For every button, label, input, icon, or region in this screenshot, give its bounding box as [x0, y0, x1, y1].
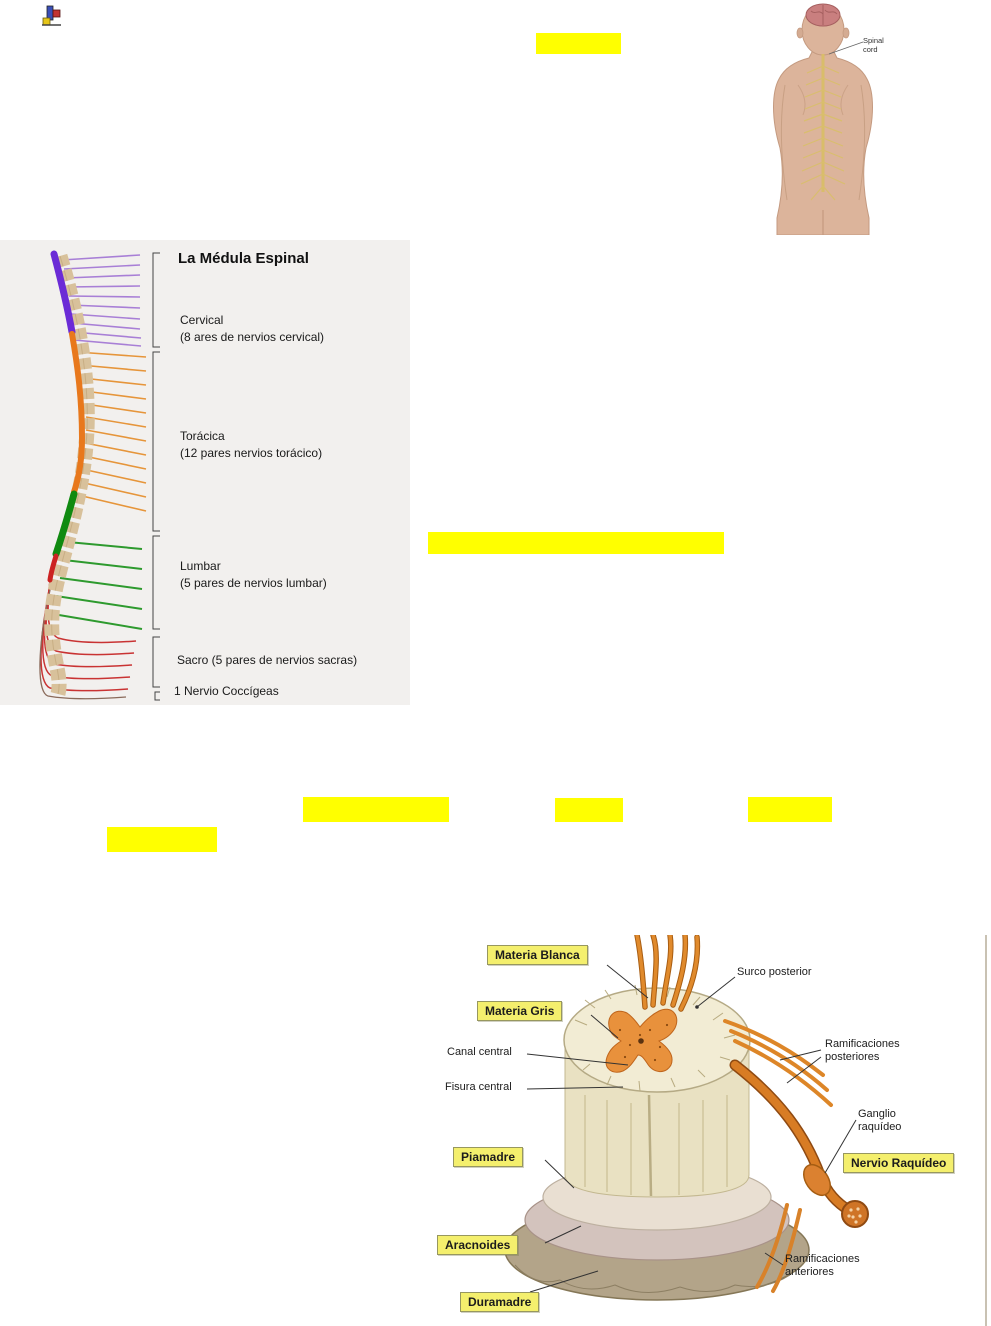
lumbar-section-name: Lumbar — [180, 559, 221, 573]
highlight-block-5 — [748, 797, 832, 822]
sacro-section-label: Sacro (5 pares de nervios sacras) — [177, 653, 358, 667]
cervical-section-detail: (8 ares de nervios cervical) — [180, 330, 325, 344]
highlight-block-6 — [107, 827, 217, 852]
surco-posterior-label: Surco posterior — [737, 966, 812, 978]
spine-diagram-art — [39, 250, 160, 701]
medula-espinal-diagram: La Médula Espinal Cervical (8 ares de ne… — [0, 240, 410, 705]
highlight-block-3 — [303, 797, 449, 822]
ramificaciones-anteriores-label: Ramificaciones anteriores — [785, 1253, 860, 1279]
materia-gris-label: Materia Gris — [477, 1001, 563, 1021]
back-figure-art — [773, 3, 873, 236]
clipart-bullet-icon — [40, 4, 64, 28]
duramadre-label: Duramadre — [460, 1292, 540, 1312]
highlight-block-4 — [555, 798, 623, 822]
aracnoides-label: Aracnoides — [437, 1235, 519, 1255]
materia-blanca-label: Materia Blanca — [487, 945, 588, 965]
cross-section-figure: Materia Blanca Materia Gris Piamadre Ara… — [435, 932, 991, 1326]
figure-right-edge — [985, 935, 987, 1326]
toracica-section-name: Torácica — [180, 429, 225, 443]
toracica-section-detail: (12 pares nervios torácico) — [180, 446, 323, 460]
canal-central-label: Canal central — [447, 1046, 512, 1058]
ganglio-raquideo-label: Ganglio raquídeo — [858, 1108, 902, 1134]
cross-section-art — [504, 932, 869, 1301]
spinal-cord-back-figure: Spinal cord — [753, 0, 895, 236]
ramificaciones-posteriores-label: Ramificaciones posteriores — [825, 1038, 900, 1064]
highlight-block-1 — [536, 33, 621, 54]
coccigeas-section-label: 1 Nervio Coccígeas — [174, 684, 279, 698]
spine-diagram-title: La Médula Espinal — [178, 250, 309, 267]
nervio-raquideo-label: Nervio Raquídeo — [843, 1153, 955, 1173]
cervical-section-name: Cervical — [180, 313, 224, 327]
lumbar-section-detail: (5 pares de nervios lumbar) — [180, 576, 327, 590]
spinal-cord-label: Spinal cord — [863, 36, 884, 54]
piamadre-label: Piamadre — [453, 1147, 524, 1167]
fisura-central-label: Fisura central — [445, 1081, 512, 1093]
highlight-block-2 — [428, 532, 724, 554]
